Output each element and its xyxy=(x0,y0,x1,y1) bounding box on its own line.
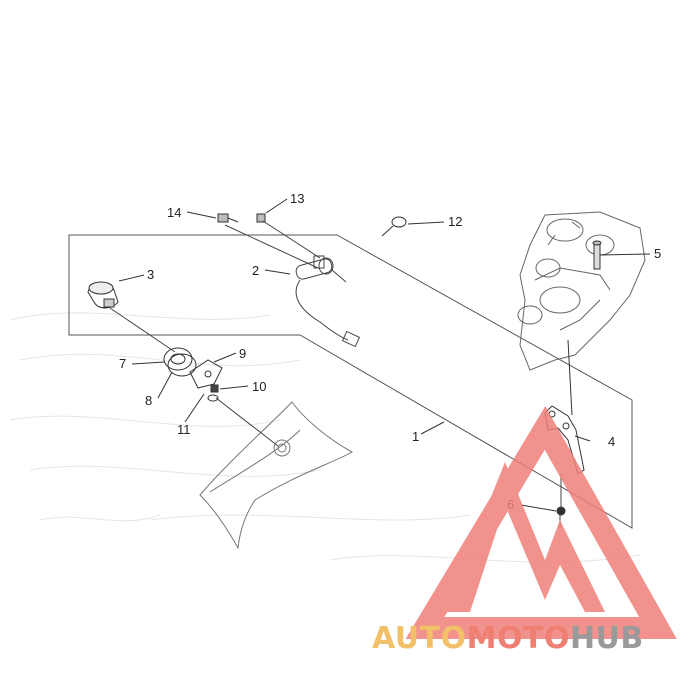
part-9-plate xyxy=(189,359,223,389)
callout-5: 5 xyxy=(654,246,661,261)
fairing-panel xyxy=(199,401,354,550)
watermark-auto: AUTO xyxy=(372,621,467,656)
leader-lines xyxy=(118,198,651,512)
callout-11: 11 xyxy=(177,422,191,437)
part-3-knob xyxy=(87,281,119,309)
callout-14: 14 xyxy=(167,205,181,220)
part-11-washer xyxy=(207,394,219,402)
callout-4: 4 xyxy=(608,434,615,449)
part-13-screw xyxy=(256,213,266,223)
callout-10: 10 xyxy=(252,379,266,394)
callout-labels: 1 2 3 4 5 6 7 8 9 10 11 12 13 14 xyxy=(119,191,661,512)
watermark-hub: HUB xyxy=(570,621,644,656)
watermark-m-icon xyxy=(445,462,605,612)
callout-1: 1 xyxy=(412,429,419,444)
assembly-guide-lines xyxy=(109,220,562,528)
part-10-bolt xyxy=(210,384,219,393)
watermark-moto: MOTO xyxy=(467,621,570,656)
watermark-text: AUTOMOTOHUB xyxy=(372,621,644,656)
engine-casting xyxy=(517,211,646,371)
part-14-screw xyxy=(217,213,239,223)
callout-3: 3 xyxy=(147,267,154,282)
part-2-switch xyxy=(295,255,361,348)
callout-13: 13 xyxy=(290,191,304,206)
callout-2: 2 xyxy=(252,263,259,278)
callout-8: 8 xyxy=(145,393,152,408)
part-12-key xyxy=(381,216,407,237)
part-5-bolt xyxy=(592,240,602,270)
callout-9: 9 xyxy=(239,346,246,361)
watermark-logo xyxy=(405,406,677,639)
part-7-grommet xyxy=(163,347,197,377)
callout-12: 12 xyxy=(448,214,462,229)
callout-7: 7 xyxy=(119,356,126,371)
part-6-nut xyxy=(556,506,566,516)
assembly-frame-outline xyxy=(68,234,633,529)
